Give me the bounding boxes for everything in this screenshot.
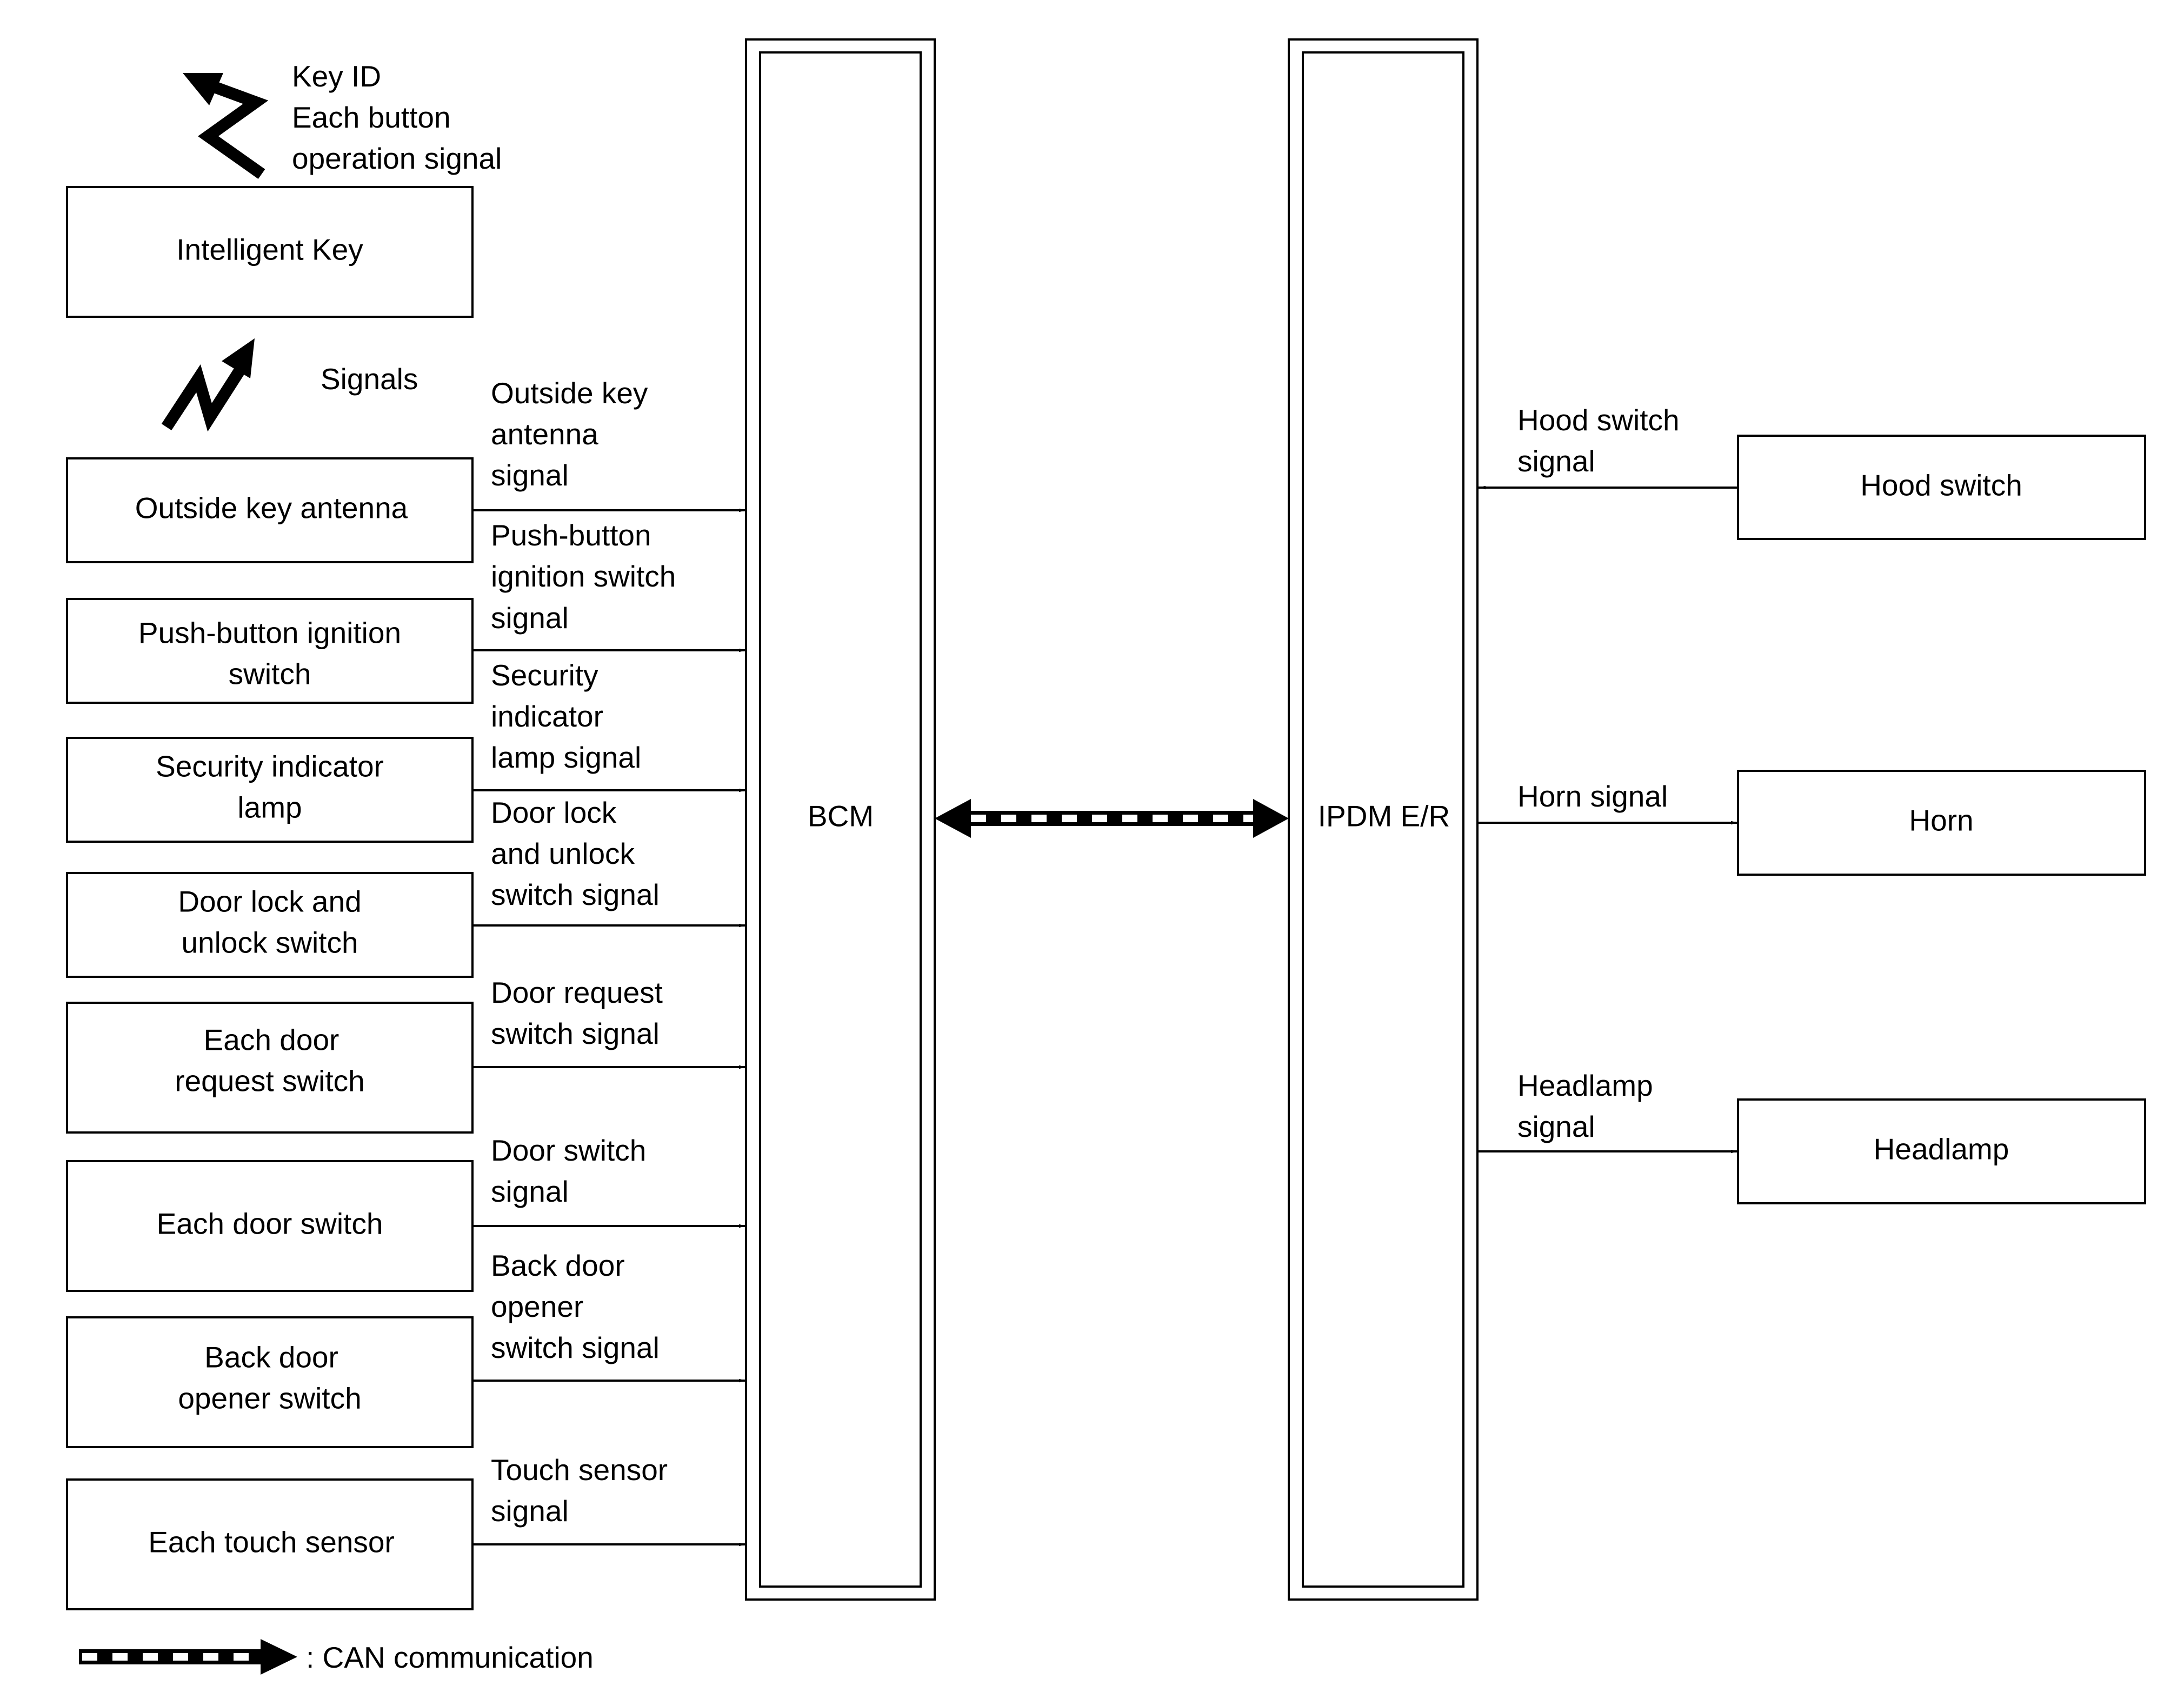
legend-can-communication: : CAN communication [79, 1639, 594, 1675]
svg-text:Headlamp: Headlamp [1874, 1132, 2009, 1166]
signal-headlamp: Headlamp signal [1479, 1069, 1738, 1154]
svg-text:signal: signal [491, 1175, 569, 1208]
svg-text:signal: signal [491, 601, 569, 635]
svg-text:lamp signal: lamp signal [491, 741, 641, 774]
svg-text:Door switch: Door switch [491, 1134, 646, 1167]
signal-door-switch: Door switch signal [474, 1134, 746, 1228]
svg-text:ignition switch: ignition switch [491, 559, 676, 593]
ipdm-er-label: IPDM E/R [1318, 799, 1450, 833]
ipdm-er-module: IPDM E/R [1288, 38, 1479, 1601]
input-box-outside-key-antenna: Outside key antenna [66, 457, 474, 563]
output-box-hood-switch: Hood switch [1737, 435, 2146, 540]
signal-horn: Horn signal [1479, 779, 1738, 825]
svg-text:switch signal: switch signal [491, 1017, 660, 1050]
svg-text:signal: signal [1517, 1110, 1595, 1143]
svg-text:signal: signal [491, 458, 569, 492]
svg-text:opener switch: opener switch [178, 1382, 361, 1415]
svg-text:and unlock: and unlock [491, 837, 635, 870]
intelligent-key-label: Intelligent Key [176, 233, 363, 266]
svg-text:signal: signal [1517, 444, 1595, 478]
svg-text:lamp: lamp [237, 791, 302, 824]
bcm-label: BCM [808, 799, 874, 833]
svg-text:Push-button: Push-button [491, 518, 651, 552]
input-box-each-door-request-switch: Each door request switch [66, 1002, 474, 1134]
signal-security-indicator-lamp: Security indicator lamp signal [474, 658, 746, 792]
svg-text:switch: switch [229, 657, 311, 691]
key-id-zigzag-arrow-icon [183, 73, 269, 179]
svg-text:Door lock: Door lock [491, 796, 617, 829]
svg-text:Touch sensor: Touch sensor [491, 1453, 668, 1487]
svg-text:indicator: indicator [491, 699, 603, 733]
signal-back-door-opener-switch: Back door opener switch signal [474, 1249, 746, 1383]
svg-text:Outside key: Outside key [491, 376, 648, 410]
input-box-door-lock-and-unlock-switch: Door lock and unlock switch [66, 872, 474, 978]
signals-zigzag-arrow-icon [161, 338, 255, 432]
signal-push-button-ignition-switch: Push-button ignition switch signal [474, 518, 746, 652]
key-id-signal-label: Key ID Each button operation signal [292, 59, 502, 175]
input-box-each-door-switch: Each door switch [66, 1160, 474, 1292]
svg-text:Security: Security [491, 658, 598, 692]
signal-door-request-switch: Door request switch signal [474, 976, 746, 1069]
input-box-back-door-opener-switch: Back door opener switch [66, 1316, 474, 1448]
svg-text:Each door: Each door [204, 1023, 339, 1057]
svg-text:Horn signal: Horn signal [1517, 779, 1668, 813]
svg-text:Horn: Horn [1909, 804, 1973, 837]
input-box-each-touch-sensor: Each touch sensor [66, 1478, 474, 1610]
signal-hood-switch: Hood switch signal [1479, 403, 1738, 490]
signal-outside-key-antenna: Outside key antenna signal [474, 376, 746, 512]
signals-label: Signals [321, 362, 418, 396]
svg-text:Door lock and: Door lock and [178, 885, 361, 918]
svg-text:Push-button ignition: Push-button ignition [138, 616, 401, 650]
input-box-push-button-ignition-switch: Push-button ignition switch [66, 598, 474, 704]
svg-text:switch signal: switch signal [491, 878, 660, 911]
can-communication-link [935, 799, 1289, 838]
input-box-security-indicator-lamp: Security indicator lamp [66, 737, 474, 843]
svg-text:Back door: Back door [204, 1341, 338, 1374]
intelligent-key-box [66, 186, 474, 318]
svg-text:Door request: Door request [491, 976, 663, 1009]
svg-text:Outside key antenna: Outside key antenna [135, 491, 408, 525]
svg-text:Back door: Back door [491, 1249, 625, 1282]
output-box-horn: Horn [1737, 770, 2146, 876]
svg-text:Hood switch: Hood switch [1860, 469, 2022, 502]
signal-touch-sensor: Touch sensor signal [474, 1453, 746, 1547]
svg-text:antenna: antenna [491, 417, 598, 451]
output-box-headlamp: Headlamp [1737, 1098, 2146, 1204]
svg-text:signal: signal [491, 1494, 569, 1528]
legend-label: : CAN communication [306, 1641, 594, 1674]
svg-text:Each touch sensor: Each touch sensor [148, 1525, 395, 1559]
svg-text:Headlamp: Headlamp [1517, 1069, 1653, 1102]
svg-text:switch signal: switch signal [491, 1331, 660, 1364]
svg-text:Hood switch: Hood switch [1517, 403, 1680, 437]
svg-text:Each door switch: Each door switch [157, 1207, 383, 1241]
signal-door-lock-and-unlock-switch: Door lock and unlock switch signal [474, 796, 746, 928]
svg-text:unlock switch: unlock switch [181, 926, 358, 960]
bcm-module: BCM [745, 38, 936, 1601]
svg-text:Security indicator: Security indicator [156, 750, 384, 783]
svg-text:opener: opener [491, 1290, 583, 1323]
svg-text:request switch: request switch [175, 1064, 365, 1098]
